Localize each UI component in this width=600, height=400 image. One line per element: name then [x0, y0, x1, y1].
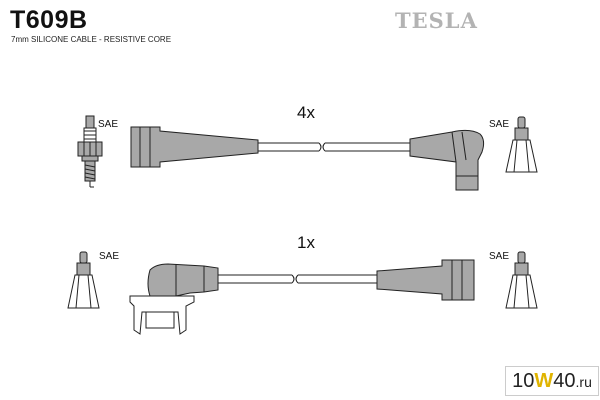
brand-logo: TESLA [395, 8, 478, 33]
bottom-left-sae-label: SAE [99, 251, 119, 262]
angled-clip-boot-icon [129, 263, 219, 335]
watermark-prefix: 10 [512, 370, 535, 392]
site-watermark: 10W40.ru [505, 366, 599, 396]
angled-boot-icon [409, 129, 485, 191]
bottom-right-sae-label: SAE [489, 251, 509, 262]
watermark-accent: W [534, 370, 554, 392]
straight-boot-right-icon [376, 259, 475, 301]
top-quantity-label: 4x [297, 103, 315, 122]
straight-boot-icon [130, 126, 259, 168]
watermark-middle: 40 [553, 370, 576, 392]
watermark-suffix: .ru [575, 374, 592, 390]
bottom-quantity-label: 1x [297, 233, 315, 252]
bottom-left-terminal-icon [67, 251, 100, 309]
part-code: T609B [10, 6, 88, 34]
top-cable [258, 142, 410, 152]
bottom-right-terminal-icon [505, 251, 538, 309]
top-right-sae-label: SAE [489, 119, 509, 130]
spark-plug-icon [77, 115, 103, 188]
top-left-sae-label: SAE [98, 119, 118, 130]
cable-spec-subtitle: 7mm SILICONE CABLE - RESISTIVE CORE [11, 35, 172, 44]
distributor-terminal-icon [505, 116, 538, 173]
bottom-cable [218, 274, 377, 284]
